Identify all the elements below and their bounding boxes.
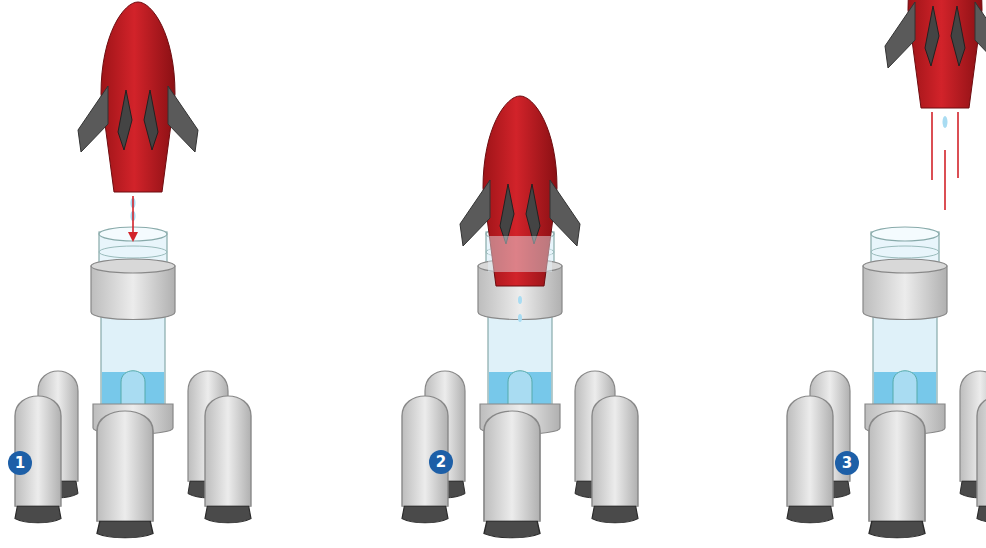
callout-number: 1 bbox=[8, 451, 32, 475]
callout-number: 2 bbox=[429, 450, 453, 474]
callout-number: 3 bbox=[835, 451, 859, 475]
